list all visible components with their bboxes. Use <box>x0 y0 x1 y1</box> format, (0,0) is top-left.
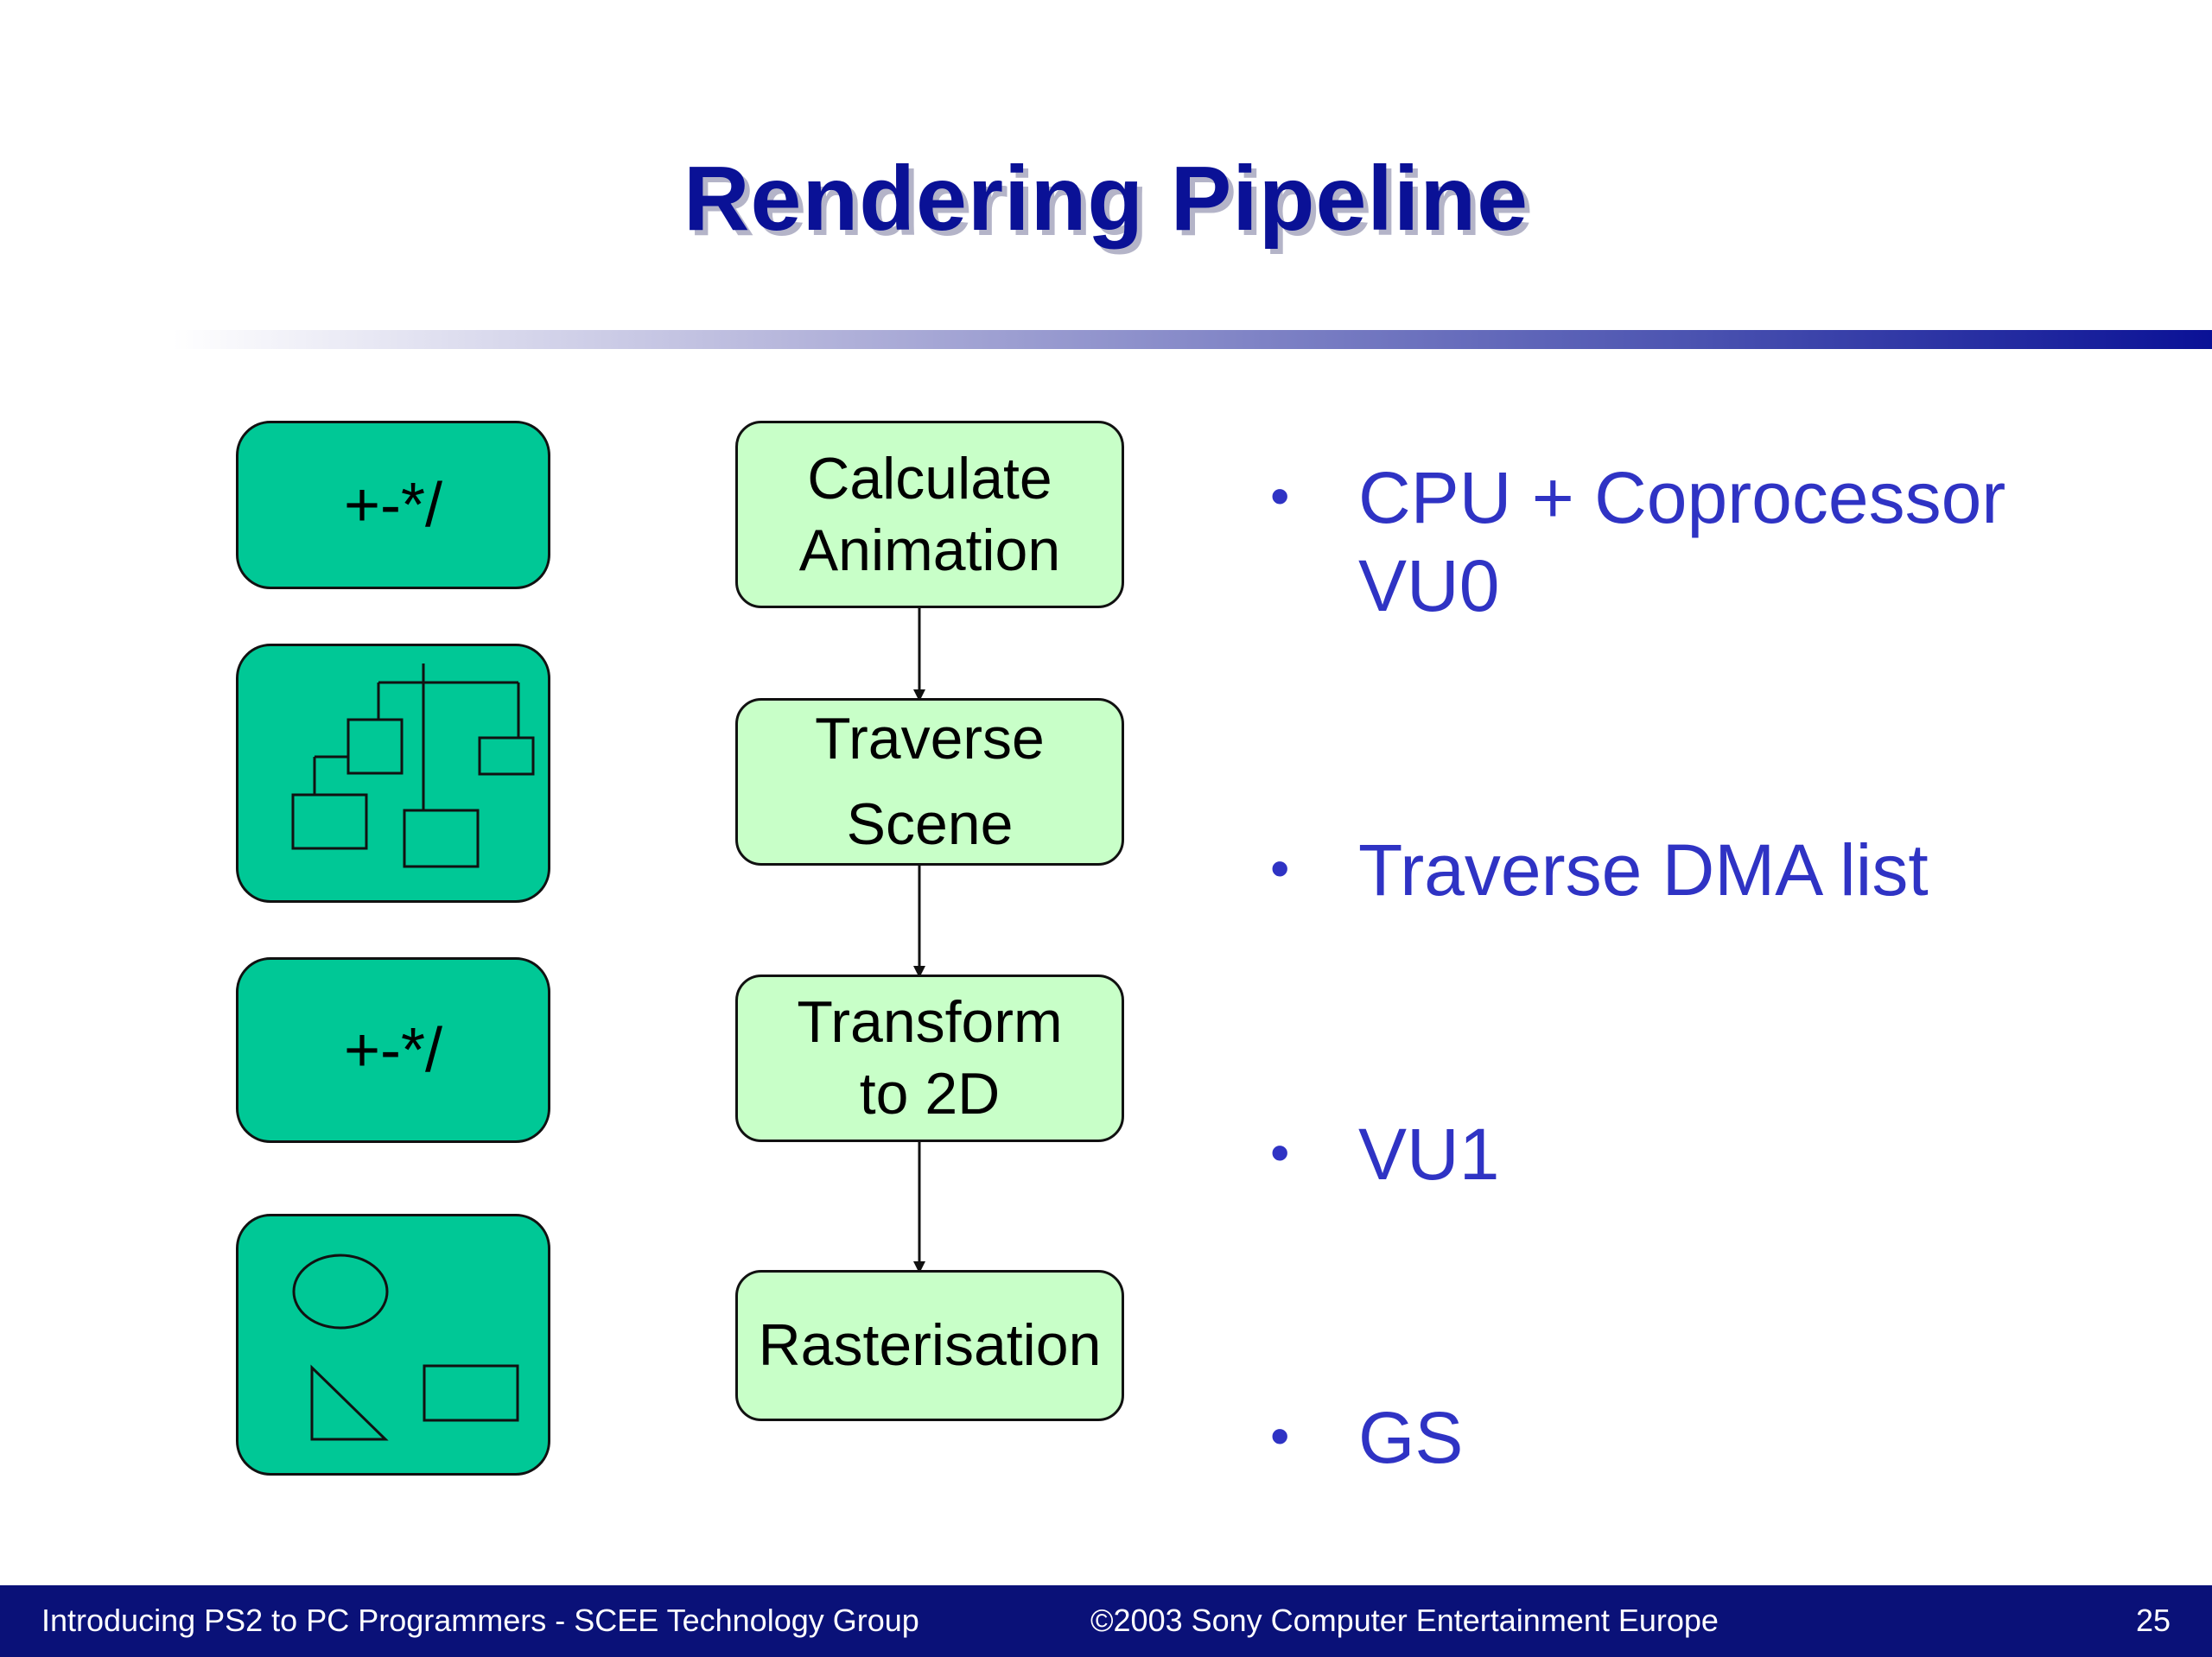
page-number: 25 <box>2135 1603 2171 1638</box>
title-divider <box>173 330 2212 349</box>
bullet-marker: • <box>1270 1405 1290 1467</box>
footer-presentation-title: Introducing PS2 to PC Programmers - SCEE… <box>41 1603 919 1638</box>
step-line: Rasterisation <box>758 1312 1102 1379</box>
step-line: to 2D <box>859 1061 1001 1127</box>
scene-hierarchy-icon <box>236 644 550 903</box>
bullet-text: VU0 <box>1358 545 1500 627</box>
primitive-shapes-icon <box>236 1214 550 1476</box>
footer-copyright: ©2003 Sony Computer Entertainment Europe <box>1090 1603 1719 1638</box>
primitives-graphic <box>292 1254 519 1441</box>
operators-label: +-*/ <box>343 470 443 540</box>
bullet-marker: • <box>1270 465 1290 527</box>
step-transform-2d: Transform to 2D <box>735 975 1124 1142</box>
bullet-marker: • <box>1270 1121 1290 1184</box>
step-line: Transform <box>797 989 1063 1056</box>
bullet-text: VU1 <box>1358 1114 1500 1195</box>
bullet-item: • VU1 <box>1270 1110 2186 1198</box>
bullet-text: CPU + Coprocessor <box>1358 457 2006 538</box>
step-calculate-animation: Calculate Animation <box>735 421 1124 608</box>
bullet-marker: • <box>1270 837 1290 899</box>
step-line: Animation <box>798 517 1061 583</box>
slide-title: Rendering Pipeline <box>683 148 1529 250</box>
math-operators-icon: +-*/ <box>236 957 550 1143</box>
operators-label: +-*/ <box>343 1015 443 1085</box>
slide-footer: Introducing PS2 to PC Programmers - SCEE… <box>0 1585 2212 1657</box>
step-line: Calculate <box>807 445 1052 511</box>
bullet-item: • Traverse DMA list <box>1270 826 2186 914</box>
bullet-item: • CPU + Coprocessor VU0 <box>1270 454 2186 631</box>
bullet-item: • GS <box>1270 1394 2186 1482</box>
math-operators-icon: +-*/ <box>236 421 550 589</box>
step-rasterisation: Rasterisation <box>735 1270 1124 1421</box>
scene-tree-graphic <box>291 663 535 868</box>
step-line: Traverse <box>815 706 1045 772</box>
step-traverse-scene: Traverse Scene <box>735 698 1124 866</box>
step-line: Scene <box>846 791 1014 857</box>
bullet-text: GS <box>1358 1397 1464 1478</box>
bullet-text: Traverse DMA list <box>1358 829 1929 911</box>
